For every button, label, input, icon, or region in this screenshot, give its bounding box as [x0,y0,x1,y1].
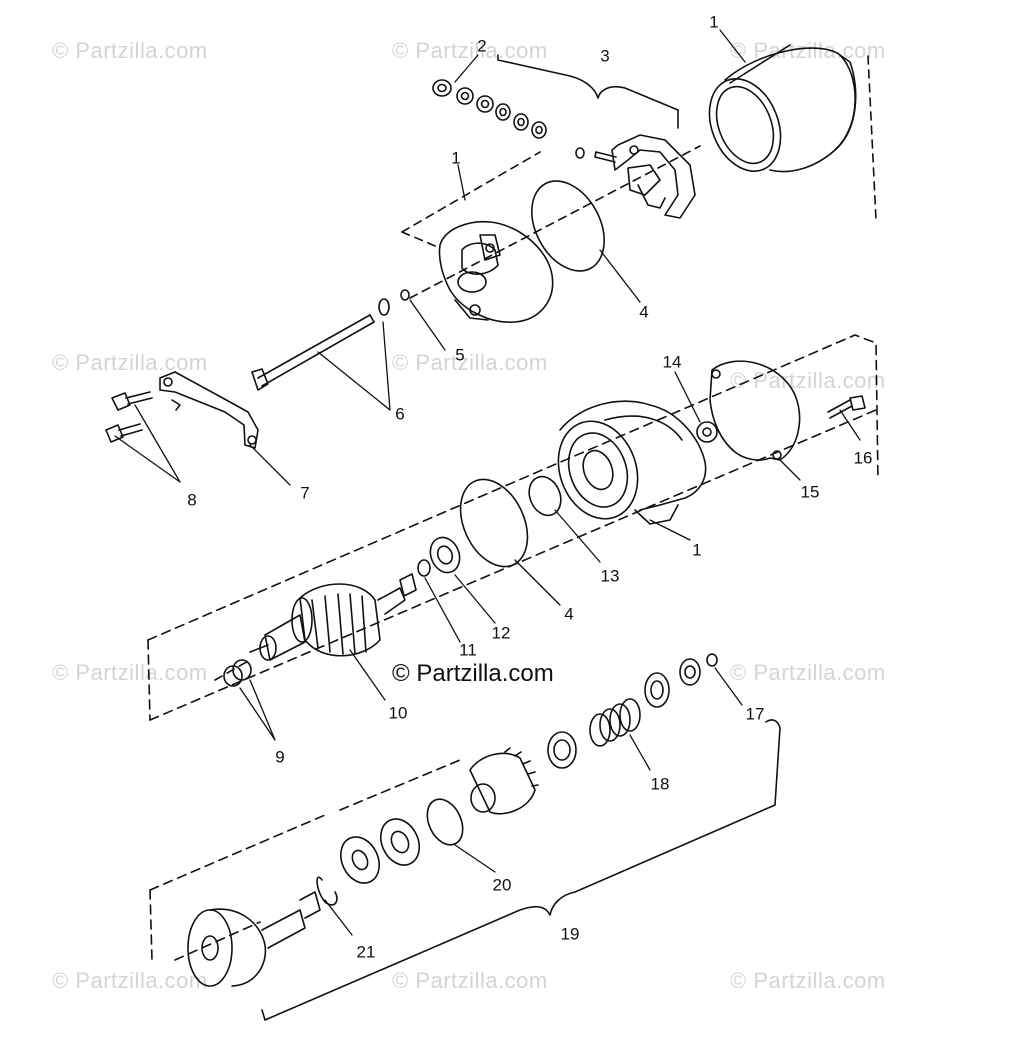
callout-20: 20 [492,875,512,895]
callout-6: 6 [395,404,405,424]
callout-10: 10 [388,703,408,723]
guide-line [401,151,541,233]
watermark: © Partzilla.com [730,968,886,993]
front-end-cover [557,400,707,525]
guide-line [409,145,701,299]
watermark: © Partzilla.com [52,350,208,375]
callout-5: 5 [455,345,465,365]
bearing [429,536,461,574]
callout-8: 8 [187,490,197,510]
watermark: © Partzilla.com [52,660,208,685]
watermark: © Partzilla.com [392,968,548,993]
gasket [709,360,801,461]
snap-ring [426,798,464,846]
guide-frame [147,639,151,721]
watermark: © Partzilla.com [730,660,886,685]
callout-7: 7 [300,483,310,503]
watermark: © Partzilla.com [730,38,886,63]
mounting-bracket [159,371,259,449]
o-ring [531,180,605,272]
guide-line [174,921,261,961]
through-bolt [251,298,390,391]
leader-lines [114,29,861,936]
guide-line [867,55,877,221]
callout-19: 19 [560,924,580,944]
callout-2: 2 [477,36,487,56]
nut-washer-stack [432,79,547,139]
washer [400,289,410,301]
callout-17: 17 [745,704,765,724]
screw [827,395,866,419]
yoke-housing [708,44,857,173]
callout-3: 3 [600,46,610,66]
callout-12: 12 [491,623,511,643]
clutch-plate [379,818,421,866]
callout-9: 9 [275,747,285,767]
o-ring [528,475,562,517]
callout-1: 1 [451,148,461,168]
callout-21: 21 [356,942,376,962]
armature [249,573,417,661]
callout-14: 14 [662,352,682,372]
callout-4: 4 [564,604,574,624]
watermark: © Partzilla.com [730,368,886,393]
guide-line [149,759,461,891]
callout-11: 11 [459,640,477,660]
guide-frame [147,334,879,641]
callout-13: 13 [600,566,620,586]
callout-15: 15 [800,482,820,502]
pinion-gear [187,891,321,987]
rear-end-cover [438,220,554,323]
clutch-plate [339,836,381,884]
callout-1: 1 [692,540,702,560]
guide-line [149,889,153,961]
watermark: © Partzilla.com [392,350,548,375]
bracket-3 [497,54,679,129]
guide-line [401,231,441,249]
brush-holder [575,134,696,219]
center-watermark: © Partzilla.com [392,660,554,687]
guide-line [214,659,251,681]
circlip [316,876,338,906]
callout-18: 18 [650,774,670,794]
watermark: © Partzilla.com [52,968,208,993]
watermark: © Partzilla.com [52,38,208,63]
callout-1: 1 [709,12,719,32]
callout-16: 16 [853,448,873,468]
spring-and-bearing [547,653,718,769]
callout-4: 4 [639,302,649,322]
washer [696,421,718,443]
o-ring [459,478,529,568]
washer [417,559,431,577]
bracket-19 [261,719,781,1021]
starter-clutch [469,747,539,815]
watermark: © Partzilla.com [392,38,548,63]
bracket-bolt [105,391,153,443]
